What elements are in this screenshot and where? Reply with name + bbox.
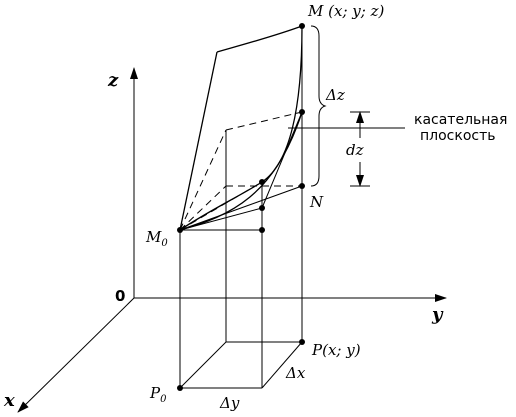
point-m0 [177,227,183,233]
point-p0-label: P0 [149,384,167,405]
origin-label: 0 [115,287,125,305]
base-rectangle [179,341,303,389]
delta-y-label: Δy [219,394,240,412]
point-p-label: P(x; y) [311,341,361,359]
point-n [299,183,305,189]
point-p0 [177,385,183,391]
x-axis [17,297,135,413]
delta-z-label: Δz [325,86,345,104]
point-mid-tangent [259,205,265,211]
point-n-label: N [309,193,324,211]
tangent-plane-label-line2: плоскость [420,128,496,144]
surface-patch [179,25,303,231]
tangent-plane-label-line1: касательная [414,112,507,128]
point-m0-label: M0 [145,228,168,249]
vertical-lines [179,26,303,388]
delta-z-brace [310,25,327,187]
dz-label: dz [346,141,364,159]
point-mid-base [259,227,265,233]
z-axis-label: z [107,70,119,91]
point-p [299,339,305,345]
points [177,23,305,391]
point-m [299,23,305,29]
delta-x-label: Δx [285,364,306,382]
y-axis-label: y [431,304,444,325]
point-mid-surface [259,179,265,185]
x-axis-label: x [3,390,15,411]
point-tangent-top [299,109,305,115]
point-m-label: M (x; y; z) [307,2,384,20]
tangent-plane [179,111,303,231]
